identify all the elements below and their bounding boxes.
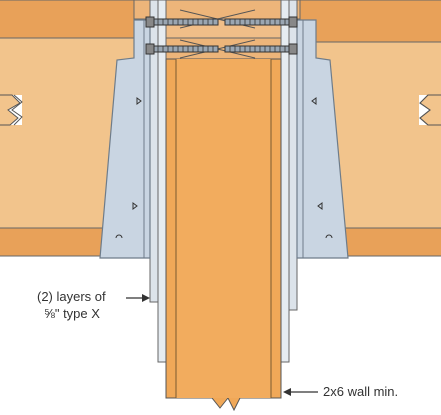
gypsum-callout-arrow [126, 294, 150, 302]
arrow-icon [142, 294, 150, 302]
right-steel-hanger [296, 19, 349, 259]
screw-icon [145, 43, 219, 55]
right-top-chord [300, 0, 441, 42]
screw-icon [224, 16, 298, 28]
wall-callout: 2x6 wall min. [323, 384, 399, 399]
nail-hole-icon [311, 97, 333, 239]
gypsum-callout-line1: (2) layers of [37, 289, 106, 304]
break-line-icon [0, 94, 23, 126]
gypsum-callout-line2: ⅝" type X [44, 306, 100, 321]
wall-callout-arrow [283, 388, 318, 396]
screw-icon [145, 16, 219, 28]
screw-icon [224, 43, 298, 55]
left-top-chord [0, 0, 134, 38]
wall-stud [165, 58, 282, 412]
nail-hole-icon [115, 97, 142, 239]
break-line-icon [419, 94, 441, 126]
arrow-icon [283, 388, 291, 396]
